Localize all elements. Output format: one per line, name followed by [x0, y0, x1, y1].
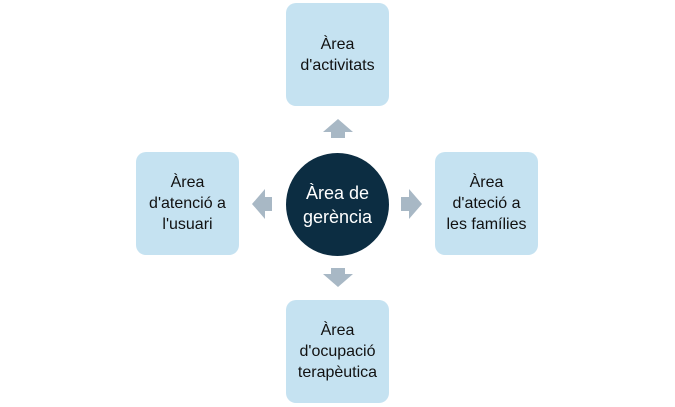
area-gerencia-circle: Àrea de gerència: [286, 153, 389, 256]
arrow-up: [323, 119, 353, 138]
area-activitats-line-1: Àrea: [320, 35, 355, 53]
area-activitats-line-2: d'activitats: [300, 56, 375, 74]
area-atencio-usuari-line-1: Àrea: [170, 174, 205, 191]
area-atecio-families-line-2: d'ateció a: [452, 195, 521, 212]
arrow-down: [323, 268, 353, 287]
area-gerencia-line-2: gerència: [302, 206, 373, 227]
area-atencio-usuari-line-2: d'atenció a: [149, 195, 226, 212]
area-ocupacio-terapeutica-box: Àrea d'ocupació terapèutica: [286, 300, 389, 403]
area-atecio-families-line-1: Àrea: [469, 174, 504, 191]
area-ocupacio-terapeutica-line-2: d'ocupació: [299, 343, 376, 360]
area-ocupacio-terapeutica-line-3: terapèutica: [297, 364, 378, 381]
area-atencio-usuari-line-3: l'usuari: [162, 216, 213, 233]
arrow-left: [252, 189, 272, 219]
area-gerencia-line-1: Àrea de: [305, 182, 370, 203]
area-atecio-families-box: Àrea d'ateció a les famílies: [435, 152, 538, 255]
arrow-right: [401, 189, 422, 219]
area-atecio-families-line-3: les famílies: [446, 216, 527, 233]
area-ocupacio-terapeutica-line-1: Àrea: [320, 322, 355, 339]
area-atencio-usuari-box: Àrea d'atenció a l'usuari: [136, 152, 239, 255]
area-activitats-box: Àrea d'activitats: [286, 3, 389, 106]
